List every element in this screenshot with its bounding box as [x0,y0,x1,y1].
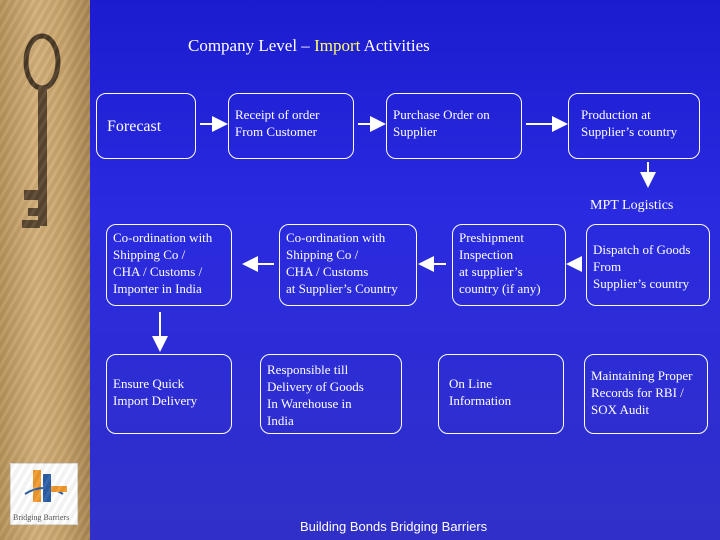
responsible-delivery-box: Responsible till Delivery of Goods In Wa… [260,354,402,434]
maintaining-records-box: Maintaining Proper Records for RBI / SOX… [584,354,708,434]
logo-text: Bridging Barriers [13,513,70,522]
preshipment-inspection-box: Preshipment Inspection at supplier’s cou… [452,224,566,306]
purchase-order-box: Purchase Order on Supplier [386,93,522,159]
production-box: Production at Supplier’s country [568,93,700,159]
footer-tagline: Building Bonds Bridging Barriers [300,519,488,534]
decorative-side-panel: Bridging Barriers [0,0,90,540]
receipt-of-order-box: Receipt of order From Customer [228,93,354,159]
online-information-box: On Line Information [438,354,564,434]
ensure-import-delivery-box: Ensure Quick Import Delivery [106,354,232,434]
mpt-logistics-label: MPT Logistics [590,198,674,213]
company-logo: Bridging Barriers [10,463,78,525]
coordination-india-box: Co-ordination with Shipping Co / CHA / C… [106,224,232,306]
coordination-supplier-box: Co-ordination with Shipping Co / CHA / C… [279,224,417,306]
forecast-box: Forecast [96,93,196,159]
dispatch-goods-box: Dispatch of Goods From Supplier’s countr… [586,224,710,306]
page-title: Company Level – Import Activities [188,36,430,55]
key-icon [22,33,61,228]
